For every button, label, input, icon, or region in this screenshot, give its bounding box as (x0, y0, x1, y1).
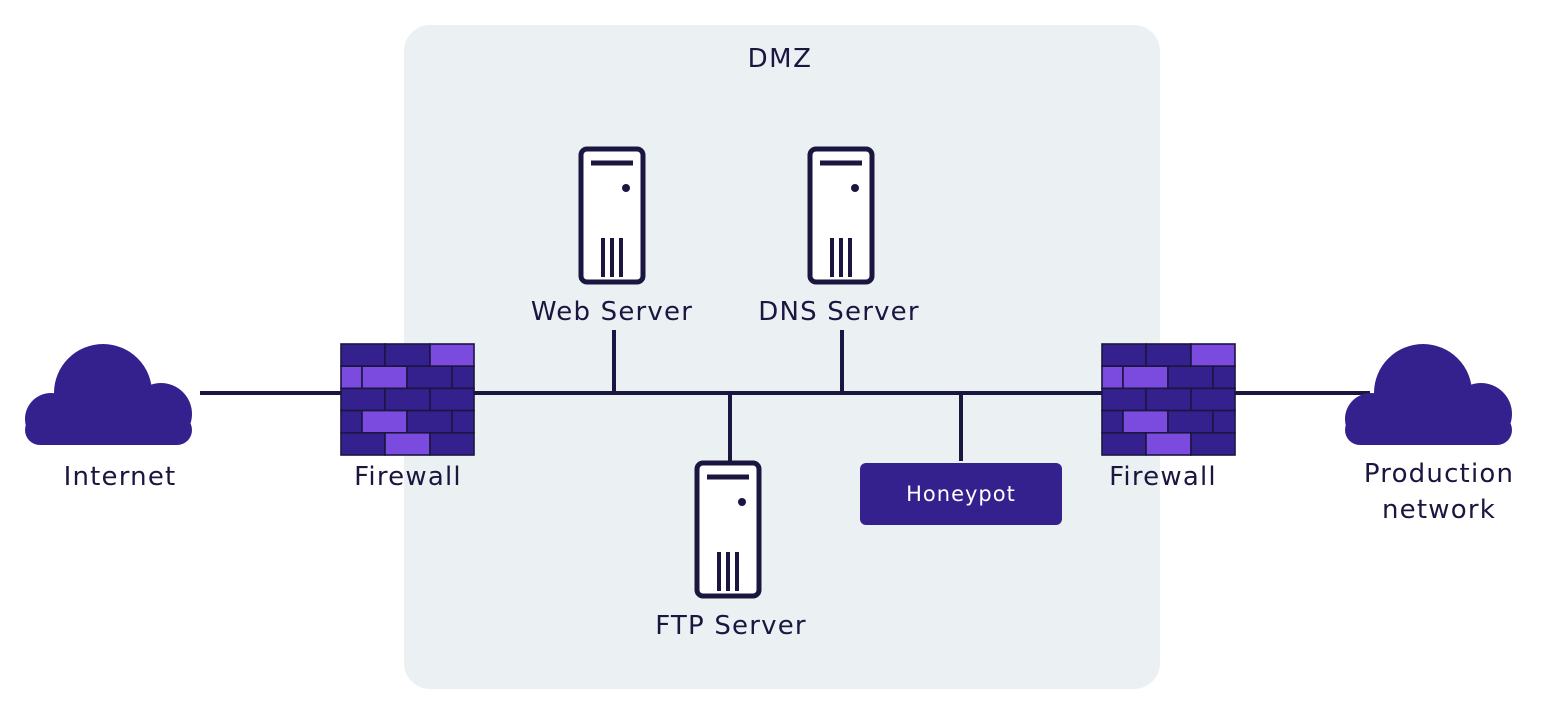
firewall-brick (384, 387, 431, 412)
server-icon (581, 149, 643, 282)
firewall-brick (1167, 365, 1214, 390)
firewall-brick (340, 409, 363, 434)
honeypot-label: Honeypot (906, 482, 1016, 506)
firewall-brick (1101, 343, 1147, 368)
firewall-brick (340, 343, 386, 368)
firewall-brick (1101, 409, 1124, 434)
firewall-brick (1101, 432, 1147, 456)
dmz-title: DMZ (747, 44, 813, 74)
firewall-brick (340, 365, 363, 390)
firewall-icon (340, 343, 475, 456)
dmz-zone (404, 25, 1160, 689)
firewall-brick (1145, 343, 1192, 368)
ftp-server-label: FTP Server (655, 611, 807, 641)
firewall-left-label: Firewall (354, 462, 462, 492)
cloud-icon (25, 344, 192, 445)
firewall-brick (1212, 409, 1236, 434)
firewall-brick (406, 409, 453, 434)
firewall-brick (1145, 432, 1192, 456)
firewall-brick (361, 409, 408, 434)
honeypot-node: Honeypot (860, 463, 1062, 525)
cloud-icon (1345, 344, 1512, 445)
dns-server-label: DNS Server (758, 297, 920, 327)
firewall-brick (384, 343, 431, 368)
firewall-brick (1101, 387, 1147, 412)
production-label-line2: network (1381, 495, 1496, 525)
firewall-brick (1101, 365, 1124, 390)
web-server-label: Web Server (530, 297, 694, 327)
firewall-brick (1190, 432, 1236, 456)
firewall-right-label: Firewall (1109, 462, 1217, 492)
firewall-brick (451, 409, 475, 434)
internet-label: Internet (63, 462, 177, 492)
firewall-brick (1122, 365, 1169, 390)
firewall-brick (1212, 365, 1236, 390)
firewall-brick (429, 343, 475, 368)
firewall-brick (361, 365, 408, 390)
firewall-brick (384, 432, 431, 456)
server-icon (697, 463, 759, 596)
firewall-brick (1190, 387, 1236, 412)
firewall-brick (340, 432, 386, 456)
firewall-brick (429, 387, 475, 412)
firewall-icon (1101, 343, 1236, 456)
firewall-brick (406, 365, 453, 390)
firewall-brick (451, 365, 475, 390)
production-label-line1: Production (1363, 459, 1515, 489)
firewall-brick (1122, 409, 1169, 434)
firewall-brick (1190, 343, 1236, 368)
firewall-brick (340, 387, 386, 412)
firewall-brick (429, 432, 475, 456)
server-icon (810, 149, 872, 282)
firewall-brick (1145, 387, 1192, 412)
firewall-brick (1167, 409, 1214, 434)
production-network-label: Production network (1364, 456, 1514, 528)
